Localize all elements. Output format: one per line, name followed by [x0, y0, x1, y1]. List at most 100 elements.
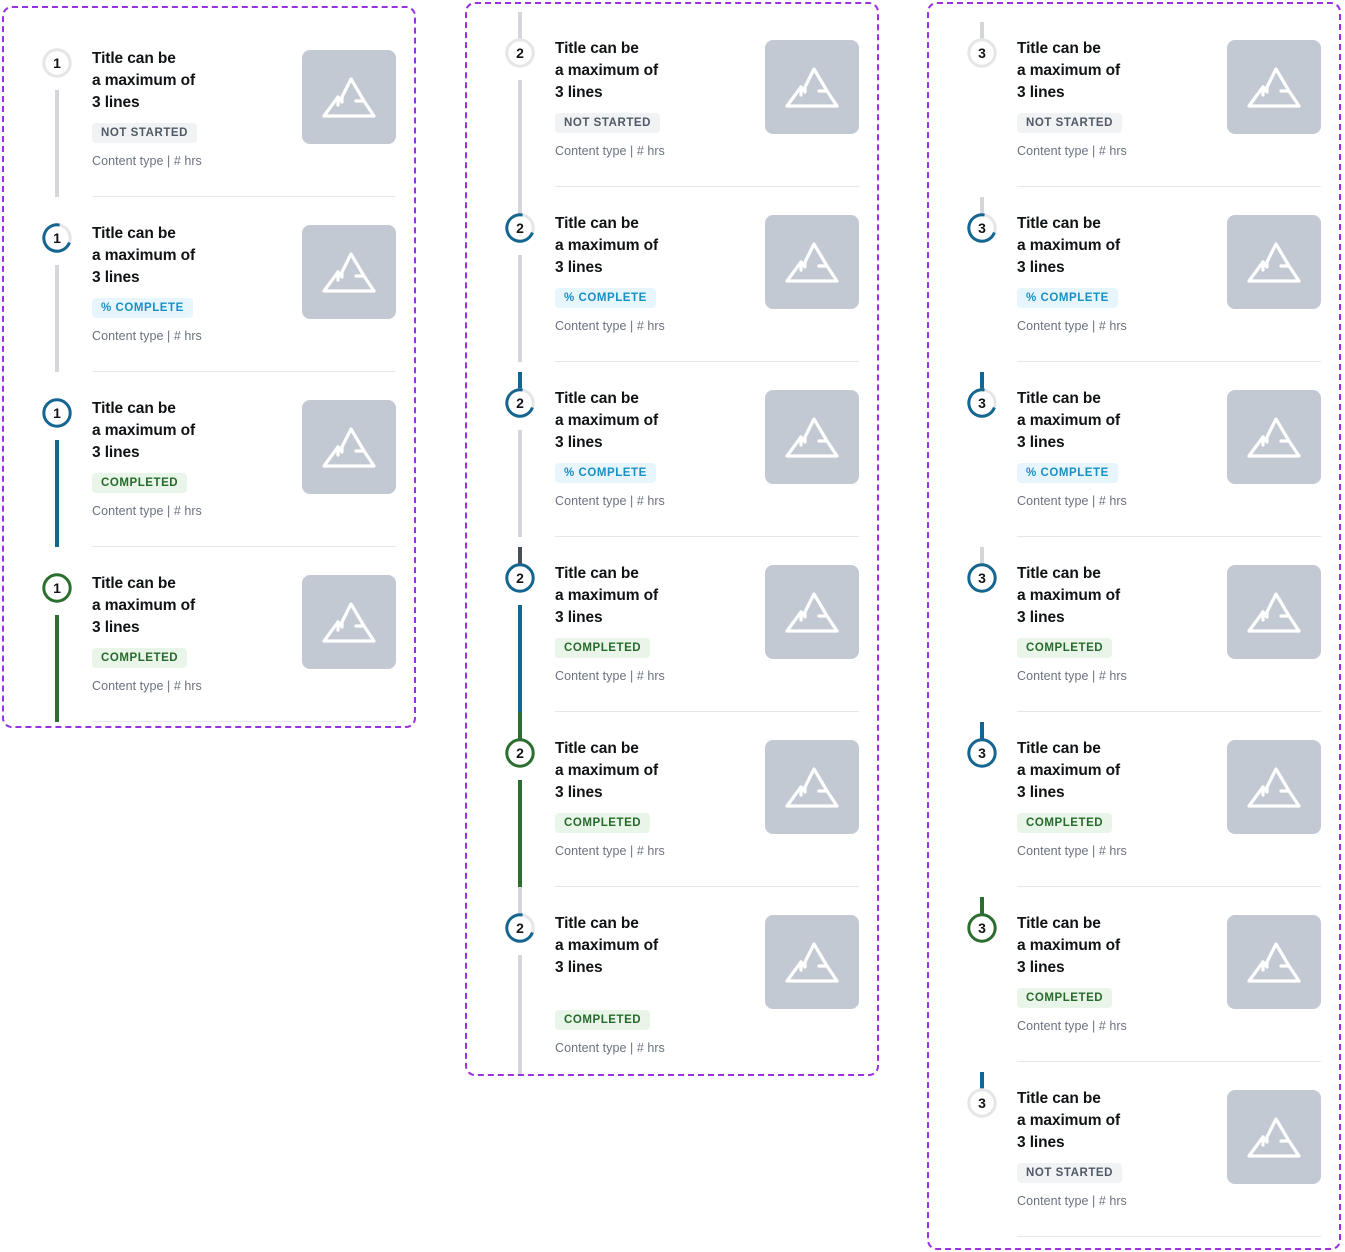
image-placeholder-icon	[302, 575, 396, 669]
row-divider	[555, 186, 859, 187]
item-meta: Content type | # hrs	[92, 329, 202, 343]
status-badge: NOT STARTED	[555, 113, 660, 133]
item-meta: Content type | # hrs	[1017, 144, 1127, 158]
progress-ring-node[interactable]: 2	[505, 38, 535, 68]
status-badge: % COMPLETE	[555, 463, 656, 483]
step-number: 2	[516, 570, 524, 586]
timeline-rail: 3	[967, 362, 997, 537]
status-badge: COMPLETED	[92, 473, 188, 493]
row-divider	[555, 711, 859, 712]
status-badge: COMPLETED	[1017, 638, 1113, 658]
progress-ring-node[interactable]: 3	[967, 38, 997, 68]
item-meta: Content type | # hrs	[555, 1041, 665, 1055]
image-placeholder-icon	[765, 40, 859, 134]
row-divider	[1017, 1061, 1321, 1062]
progress-ring-node[interactable]: 2	[505, 563, 535, 593]
image-placeholder-icon	[1227, 740, 1321, 834]
step-number: 1	[53, 230, 61, 246]
item-meta: Content type | # hrs	[555, 494, 665, 508]
timeline-rail: 2	[505, 887, 535, 1074]
progress-ring-node[interactable]: 2	[505, 913, 535, 943]
step-number: 3	[978, 745, 986, 761]
row-divider	[1017, 536, 1321, 537]
progress-ring-node[interactable]: 2	[505, 213, 535, 243]
status-badge: NOT STARTED	[1017, 113, 1122, 133]
progress-ring-node[interactable]: 3	[967, 913, 997, 943]
timeline-rail: 2	[505, 537, 535, 712]
timeline-rail: 2	[505, 362, 535, 537]
image-placeholder-icon	[1227, 565, 1321, 659]
rail-segment-below	[518, 80, 522, 187]
progress-ring-node[interactable]: 2	[505, 388, 535, 418]
progress-ring-node[interactable]: 1	[42, 48, 72, 78]
image-placeholder-icon	[765, 565, 859, 659]
status-badge: COMPLETED	[555, 638, 651, 658]
step-number: 2	[516, 220, 524, 236]
progress-ring-node[interactable]: 1	[42, 573, 72, 603]
progress-ring-node[interactable]: 3	[967, 388, 997, 418]
step-number: 2	[516, 45, 524, 61]
progress-ring-node[interactable]: 3	[967, 213, 997, 243]
row-divider	[92, 196, 396, 197]
progress-ring-node[interactable]: 3	[967, 563, 997, 593]
rail-segment-above	[518, 887, 522, 916]
rail-segment-above	[980, 372, 984, 391]
timeline-rail: 3	[967, 712, 997, 887]
rail-segment-above	[518, 547, 522, 566]
timeline-rail: 3	[967, 187, 997, 362]
image-placeholder-icon	[765, 215, 859, 309]
status-badge: COMPLETED	[1017, 988, 1113, 1008]
timeline-rail: 1	[42, 197, 72, 372]
progress-ring-node[interactable]: 1	[42, 223, 72, 253]
row-divider	[92, 546, 396, 547]
row-divider	[1017, 711, 1321, 712]
timeline-rail: 3	[967, 12, 997, 187]
progress-ring-node[interactable]: 1	[42, 398, 72, 428]
row-divider	[92, 371, 396, 372]
rail-segment-above	[518, 712, 522, 741]
progress-ring-node[interactable]: 2	[505, 738, 535, 768]
progress-ring-node[interactable]: 3	[967, 1088, 997, 1118]
progress-ring-node[interactable]: 3	[967, 738, 997, 768]
rail-segment-above	[518, 187, 522, 216]
item-meta: Content type | # hrs	[555, 844, 665, 858]
item-meta: Content type | # hrs	[1017, 494, 1127, 508]
row-divider	[1017, 361, 1321, 362]
image-placeholder-icon	[1227, 215, 1321, 309]
image-placeholder-icon	[765, 740, 859, 834]
